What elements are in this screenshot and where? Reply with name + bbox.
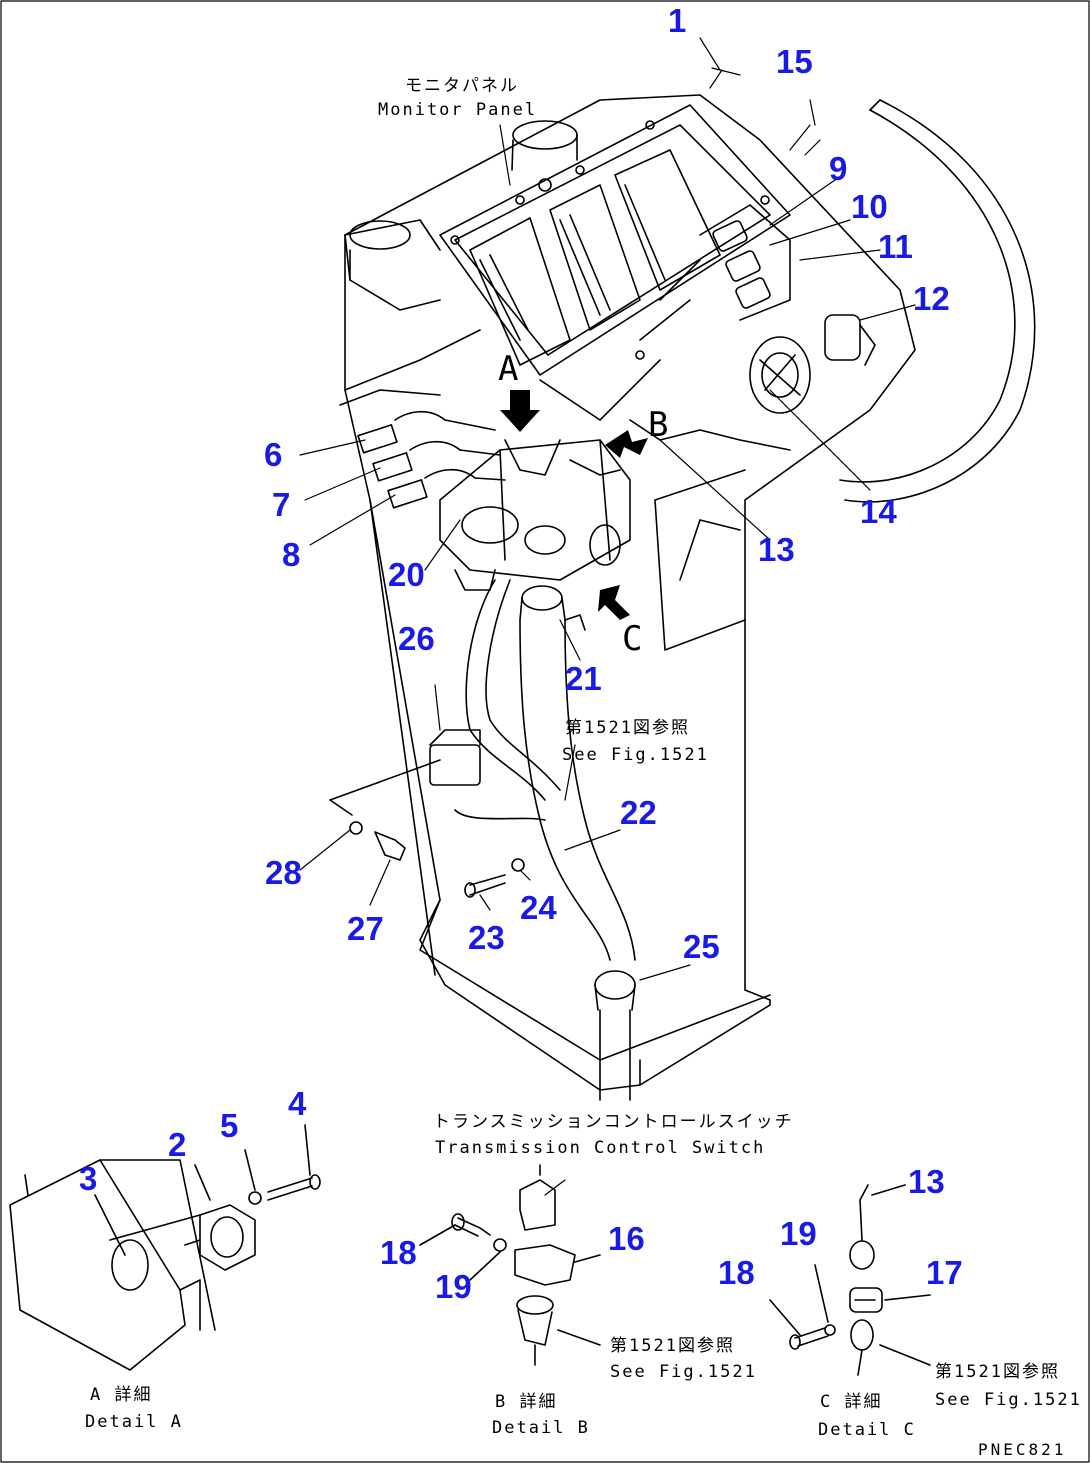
transmission-switch-label-en: Transmission Control Switch xyxy=(435,1138,766,1158)
callout-2: 2 xyxy=(168,1126,187,1163)
callout-26: 26 xyxy=(398,620,435,657)
callout-20: 20 xyxy=(388,556,425,593)
relay-and-bolts xyxy=(329,729,546,898)
callout-13: 13 xyxy=(758,531,795,568)
callout-3: 3 xyxy=(79,1160,98,1197)
see-fig-label-en: See Fig.1521 xyxy=(562,745,709,765)
callout-7: 7 xyxy=(272,486,291,523)
view-arrows xyxy=(500,390,648,620)
callout-18: 18 xyxy=(380,1234,417,1271)
callout-24: 24 xyxy=(520,889,557,926)
callout-5: 5 xyxy=(220,1107,239,1144)
see-fig-b-label-en: See Fig.1521 xyxy=(610,1362,757,1382)
view-letter-a: A xyxy=(498,349,519,389)
monitor-panel-label-jp: モニタパネル xyxy=(405,76,519,96)
view-letter-b: B xyxy=(648,405,669,445)
see-fig-c-label-jp: 第1521図参照 xyxy=(935,1362,1060,1382)
detail-b-label-jp: B 詳細 xyxy=(495,1392,558,1412)
callout-23: 23 xyxy=(468,919,505,956)
callout-4: 4 xyxy=(288,1085,307,1122)
detail-b-drawing xyxy=(419,1164,601,1366)
callout-17: 17 xyxy=(926,1254,963,1291)
monitor-panel-label-en: Monitor Panel xyxy=(378,100,538,120)
see-fig-b-label-jp: 第1521図参照 xyxy=(610,1336,735,1356)
callout-13-detail: 13 xyxy=(908,1163,945,1200)
see-fig-label-jp: 第1521図参照 xyxy=(565,718,690,738)
callout-21: 21 xyxy=(565,660,602,697)
callout-19-detail: 19 xyxy=(780,1215,817,1252)
right-switches xyxy=(639,204,791,341)
callout-16: 16 xyxy=(608,1220,645,1257)
detail-a-label-jp: A 詳細 xyxy=(90,1385,153,1405)
detail-c-drawing xyxy=(769,1184,931,1376)
down-hose xyxy=(465,579,636,1101)
steering-hose xyxy=(839,99,1036,503)
callout-19: 19 xyxy=(435,1268,472,1305)
detail-b-label-en: Detail B xyxy=(492,1418,590,1438)
callout-28: 28 xyxy=(265,854,302,891)
callout-11: 11 xyxy=(878,228,913,265)
detail-a-label-en: Detail A xyxy=(85,1412,183,1432)
callout-15: 15 xyxy=(776,43,813,80)
callout-10: 10 xyxy=(851,188,888,225)
transmission-switch-label-jp: トランスミッションコントロールスイッチ xyxy=(433,1112,794,1132)
callout-12: 12 xyxy=(913,280,950,317)
key-switch xyxy=(749,314,876,414)
detail-c-label-jp: C 詳細 xyxy=(820,1392,883,1412)
left-switches xyxy=(339,389,506,509)
view-letter-c: C xyxy=(622,619,643,659)
leader-lines xyxy=(299,37,916,1196)
console-body xyxy=(344,94,916,1091)
see-fig-c-label-en: See Fig.1521 xyxy=(935,1390,1082,1410)
controller-unit xyxy=(439,359,791,591)
detail-c-label-en: Detail C xyxy=(818,1420,916,1440)
callout-18-detail: 18 xyxy=(718,1254,755,1291)
callout-22: 22 xyxy=(620,794,657,831)
callout-14: 14 xyxy=(860,493,897,530)
detail-a-drawing xyxy=(9,1124,321,1371)
callout-6: 6 xyxy=(264,436,283,473)
callout-9: 9 xyxy=(829,150,848,187)
callout-27: 27 xyxy=(347,910,384,947)
monitor-panel xyxy=(349,104,791,376)
callout-25: 25 xyxy=(683,928,720,965)
drawing-code: PNEC821 xyxy=(978,1440,1067,1459)
callout-1: 1 xyxy=(668,2,687,39)
callout-8: 8 xyxy=(282,536,301,573)
